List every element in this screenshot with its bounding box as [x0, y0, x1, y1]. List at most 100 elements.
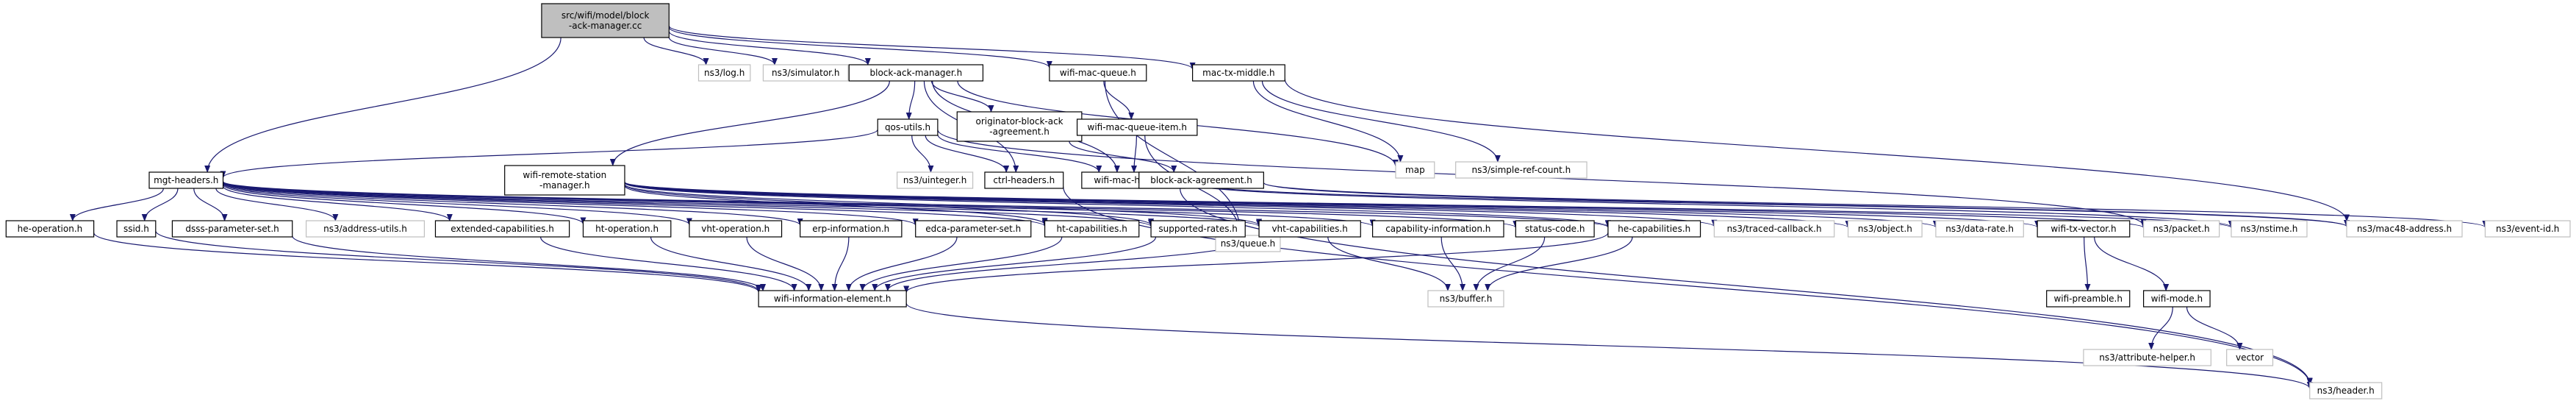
node-wie[interactable]: wifi-information-element.h	[758, 290, 907, 308]
node-erp[interactable]: erp-information.h	[800, 220, 903, 238]
edge-erp-to-wie	[831, 236, 850, 291]
node-label-root: -ack-manager.cc	[569, 21, 642, 31]
edge-mtm-to-map	[1252, 80, 1404, 163]
edge-mgt-to-extcap	[222, 185, 453, 221]
edge-bam-to-obaa	[930, 80, 994, 113]
edge-root-to-mgt	[204, 37, 562, 173]
node-wmqi[interactable]: wifi-mac-queue-item.h	[1076, 118, 1198, 136]
node-label-status: status-code.h	[1525, 224, 1585, 234]
edge-wrsm-to-traced	[624, 182, 1717, 227]
node-label-erp: erp-information.h	[812, 224, 889, 234]
edge-wtv-to-preamble	[2084, 236, 2091, 291]
node-vhtcap[interactable]: vht-capabilities.h	[1258, 220, 1361, 238]
edge-mgt-to-ssid	[141, 188, 179, 221]
node-box-status	[1515, 220, 1595, 238]
node-header: ns3/header.h	[2309, 382, 2383, 399]
node-box-header	[2309, 382, 2383, 399]
edge-baa-to-mac48	[1263, 182, 2350, 227]
node-packet: ns3/packet.h	[2142, 220, 2220, 238]
edge-htcap-to-wie	[859, 236, 1063, 291]
edge-mgt-to-edca	[222, 182, 919, 227]
node-dsss[interactable]: dsss-parameter-set.h	[171, 220, 293, 238]
node-bam[interactable]: block-ack-manager.h	[848, 64, 984, 82]
node-mgt[interactable]: mgt-headers.h	[148, 171, 224, 189]
node-obaa[interactable]: originator-block-ack-agreement.h	[956, 111, 1083, 142]
node-uinteger: ns3/uinteger.h	[897, 171, 974, 189]
node-label-mtm: mac-tx-middle.h	[1202, 68, 1275, 78]
edge-wrsm-to-nstime	[624, 181, 2234, 229]
node-box-htcap	[1044, 220, 1140, 238]
node-attrhelper: ns3/attribute-helper.h	[2083, 349, 2211, 366]
node-label-eventid: ns3/event-id.h	[2496, 224, 2559, 234]
edge-root-to-simulator	[668, 37, 778, 65]
node-label-uinteger: ns3/uinteger.h	[903, 175, 966, 185]
node-ctrl[interactable]: ctrl-headers.h	[984, 171, 1064, 189]
node-queue: ns3/queue.h	[1215, 235, 1281, 252]
edge-wrsm-to-vhtcap	[624, 183, 1262, 227]
node-suprates[interactable]: supported-rates.h	[1150, 220, 1246, 238]
node-traced: ns3/traced-callback.h	[1713, 220, 1835, 238]
node-heop[interactable]: he-operation.h	[5, 220, 95, 238]
node-box-qos	[877, 118, 939, 136]
node-root: src/wifi/model/block-ack-manager.cc	[541, 3, 670, 38]
node-wmq[interactable]: wifi-mac-queue.h	[1049, 64, 1147, 82]
node-ssid[interactable]: ssid.h	[116, 220, 157, 238]
node-label-map: map	[1405, 165, 1425, 175]
node-edca[interactable]: edca-parameter-set.h	[915, 220, 1032, 238]
node-hecap[interactable]: he-capabilities.h	[1607, 220, 1701, 238]
node-label-wrsm: -manager.h	[539, 180, 590, 191]
node-label-vhtop: vht-operation.h	[701, 224, 769, 234]
node-label-attrhelper: ns3/attribute-helper.h	[2099, 352, 2195, 363]
node-label-edca: edca-parameter-set.h	[925, 224, 1021, 234]
node-mtm[interactable]: mac-tx-middle.h	[1192, 64, 1285, 82]
node-simplerefcount: ns3/simple-ref-count.h	[1455, 161, 1587, 179]
node-label-obaa: -agreement.h	[989, 127, 1050, 137]
edge-wmq-to-queue	[1104, 80, 1244, 236]
node-vhtop[interactable]: vht-operation.h	[689, 220, 783, 238]
edge-qos-to-ctrl	[925, 135, 1010, 173]
edge-mode-to-attrhelper	[2148, 306, 2173, 350]
node-label-queue: ns3/queue.h	[1221, 238, 1276, 249]
edge-mgt-to-vhtcap	[222, 181, 1262, 228]
node-wtv[interactable]: wifi-tx-vector.h	[2037, 220, 2131, 238]
node-label-vector: vector	[2236, 352, 2264, 363]
node-label-vhtcap: vht-capabilities.h	[1271, 224, 1347, 234]
node-htop[interactable]: ht-operation.h	[582, 220, 672, 238]
node-htcap[interactable]: ht-capabilities.h	[1044, 220, 1140, 238]
node-mode[interactable]: wifi-mode.h	[2142, 290, 2211, 308]
node-label-wmq: wifi-mac-queue.h	[1060, 68, 1136, 78]
node-qos[interactable]: qos-utils.h	[877, 118, 939, 136]
node-label-extcap: extended-capabilities.h	[451, 224, 554, 234]
node-box-capinfo	[1371, 220, 1504, 238]
edge-wmqi-to-wmh	[1130, 135, 1138, 173]
node-box-addrutils	[305, 220, 425, 238]
node-wrsm[interactable]: wifi-remote-station-manager.h	[504, 165, 625, 196]
edge-htop-to-wie	[650, 236, 812, 291]
edge-mgt-to-vhtop	[222, 182, 692, 226]
node-box-wtv	[2037, 220, 2131, 238]
node-box-queue	[1215, 235, 1281, 252]
node-label-ctrl: ctrl-headers.h	[993, 175, 1055, 185]
node-extcap[interactable]: extended-capabilities.h	[434, 220, 570, 238]
edge-status-to-buffer	[1473, 236, 1546, 291]
node-label-capinfo: capability-information.h	[1385, 224, 1490, 234]
edge-hecap-to-wie	[903, 232, 1609, 294]
node-box-bam	[848, 64, 984, 82]
node-box-wmqi	[1076, 118, 1198, 136]
edge-wtv-to-mode	[2094, 236, 2170, 291]
node-box-uinteger	[897, 171, 974, 189]
edge-mgt-to-addrutils	[215, 188, 339, 221]
node-capinfo[interactable]: capability-information.h	[1371, 220, 1504, 238]
node-status[interactable]: status-code.h	[1515, 220, 1595, 238]
edge-mtm-to-simplerefcount	[1261, 80, 1501, 163]
node-box-mtm	[1192, 64, 1285, 82]
node-box-vector	[2226, 349, 2274, 366]
edge-hecap-to-buffer	[1485, 236, 1633, 291]
node-preamble[interactable]: wifi-preamble.h	[2046, 290, 2131, 308]
node-box-suprates	[1150, 220, 1246, 238]
edge-root-to-bam	[668, 31, 871, 65]
edge-qos-to-mgt	[220, 129, 878, 179]
node-baa[interactable]: block-ack-agreement.h	[1138, 171, 1264, 189]
node-label-hecap: he-capabilities.h	[1618, 224, 1690, 234]
